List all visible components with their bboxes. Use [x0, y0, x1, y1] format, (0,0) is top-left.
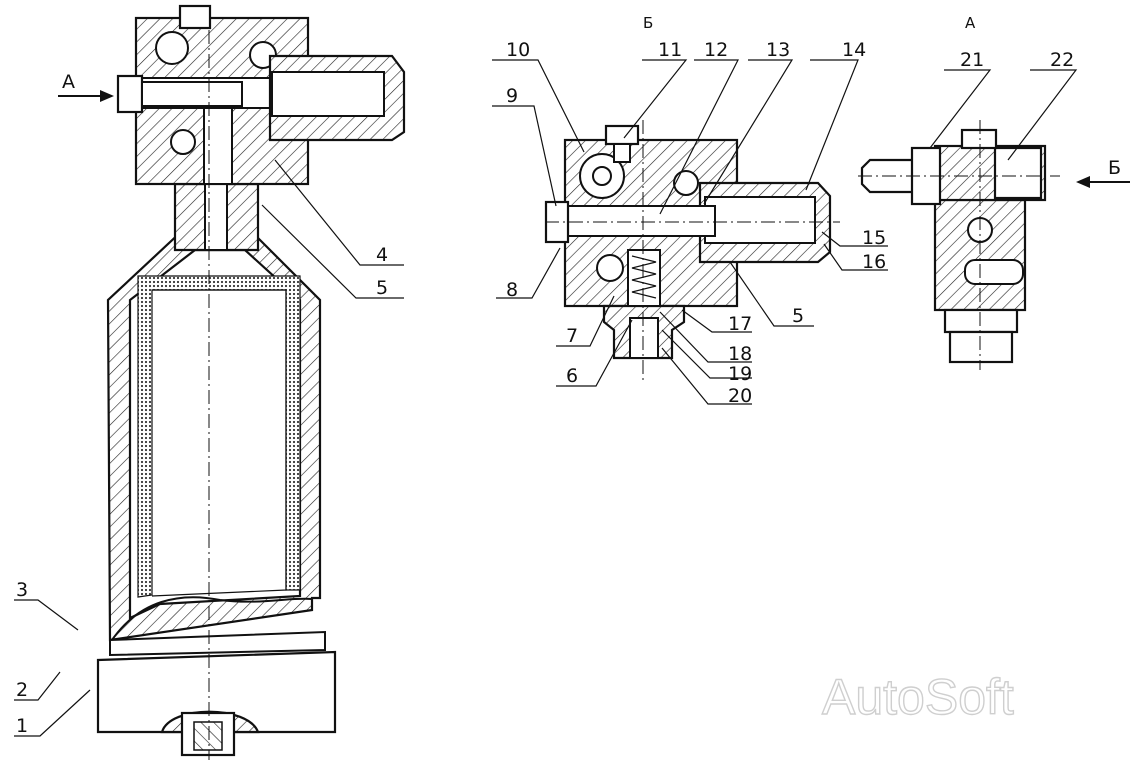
callout-6: 6 — [566, 365, 578, 387]
base-cup — [96, 650, 337, 734]
filter-element — [151, 289, 287, 597]
section-b-leaders — [492, 59, 888, 405]
callout-7: 7 — [566, 325, 578, 347]
view-a-bottom-thread — [948, 330, 1014, 364]
callout-12: 12 — [704, 39, 728, 61]
valve-top-stem — [613, 143, 631, 163]
callout-18: 18 — [728, 343, 752, 365]
main-view: А — [58, 4, 406, 760]
ball-lower — [170, 129, 196, 155]
callout-4: 4 — [376, 244, 388, 266]
spring — [631, 255, 657, 299]
callout-1: 1 — [16, 715, 28, 737]
check-ball-lower-left — [596, 254, 624, 282]
callout-3: 3 — [16, 579, 28, 601]
callout-10: 10 — [506, 39, 530, 61]
valve-outlet-bore — [704, 196, 816, 244]
view-a: А Б — [858, 14, 1130, 370]
callout-9: 9 — [506, 85, 518, 107]
watermark: AutoSoft — [822, 669, 1014, 725]
view-a-title: А — [965, 14, 976, 32]
section-b-view: Б — [544, 14, 840, 380]
check-ball-upper-right — [673, 170, 699, 196]
ball-upper — [155, 31, 189, 65]
outlet-bore — [271, 71, 385, 117]
callout-5-main: 5 — [376, 277, 388, 299]
callout-11: 11 — [658, 39, 682, 61]
view-a-leaders — [929, 69, 1078, 161]
break-line — [111, 596, 313, 641]
drain-plug-inner — [193, 721, 223, 751]
callout-15: 15 — [862, 227, 886, 249]
view-a-indicator: А — [62, 71, 75, 93]
lower-ring — [109, 630, 326, 657]
valve-horizontal-bore — [564, 205, 716, 237]
inlet-bolt-shank — [141, 81, 243, 107]
callout-5-section: 5 — [792, 305, 804, 327]
top-screw — [178, 4, 212, 30]
vertical-bore — [203, 107, 233, 185]
callout-2: 2 — [16, 679, 28, 701]
callout-22: 22 — [1050, 49, 1074, 71]
view-a-nut — [993, 146, 1043, 200]
check-ball-inner — [592, 166, 612, 186]
view-a-side-port — [964, 259, 1024, 285]
callout-19: 19 — [728, 363, 752, 385]
view-a-top-screw — [960, 128, 998, 150]
callout-16: 16 — [862, 251, 886, 273]
callout-labels: 1 2 3 4 5 5 6 7 8 9 10 11 12 13 14 15 16… — [16, 39, 1074, 737]
callout-20: 20 — [728, 385, 752, 407]
neck-bore — [204, 183, 228, 251]
valve-top-screw — [604, 124, 640, 146]
cartridge-outlet — [629, 317, 659, 359]
callout-14: 14 — [842, 39, 866, 61]
inlet-bolt-head — [116, 74, 144, 114]
callout-13: 13 — [766, 39, 790, 61]
section-b-title: Б — [643, 14, 653, 32]
callout-17: 17 — [728, 313, 752, 335]
view-a-bottom-nut — [943, 308, 1019, 334]
callout-8: 8 — [506, 279, 518, 301]
cylinder-cavity — [128, 248, 302, 620]
main-view-leaders — [14, 159, 404, 737]
view-b-indicator: Б — [1108, 157, 1121, 179]
callout-21: 21 — [960, 49, 984, 71]
